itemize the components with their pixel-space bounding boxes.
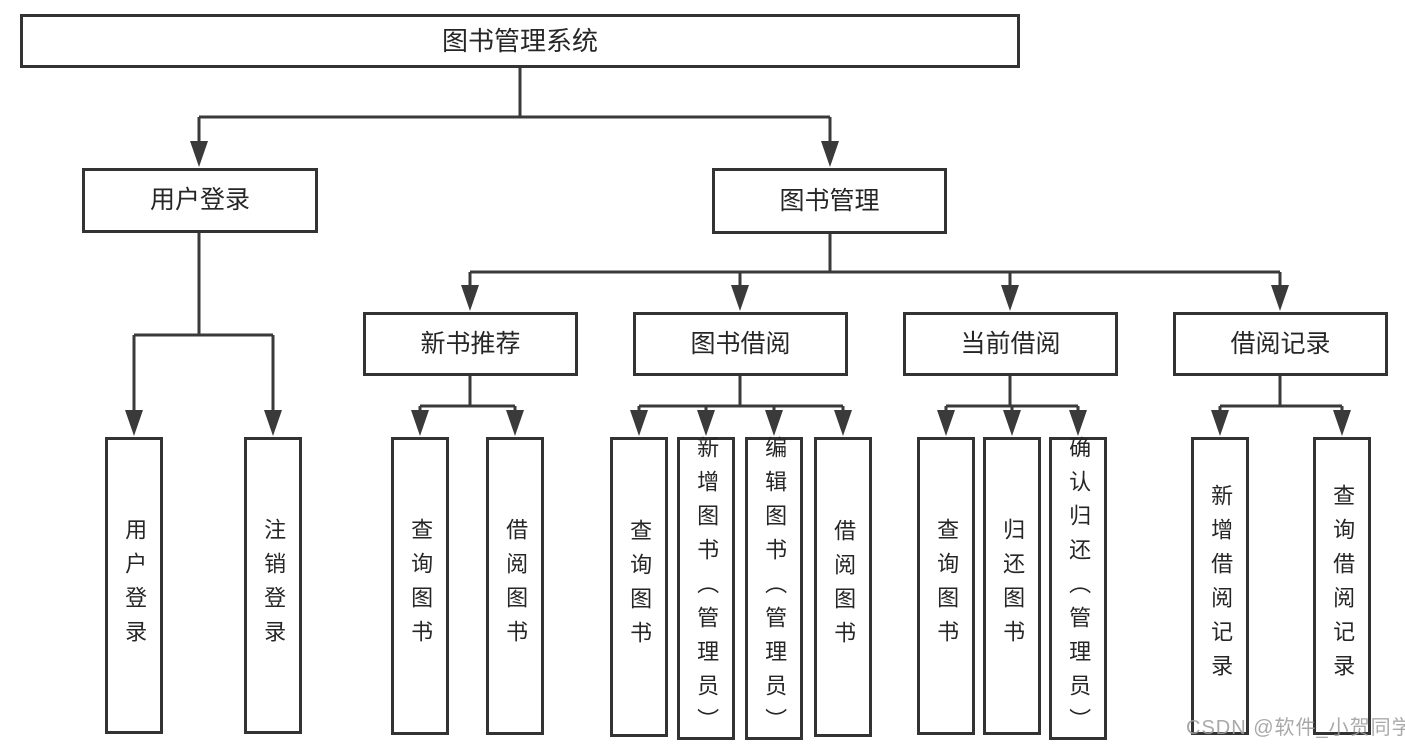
arrowhead-icon (190, 141, 208, 167)
arrowhead-icon (1211, 410, 1229, 436)
node-leaf-edit-book-admin: 编辑图书（管理员） (745, 435, 803, 742)
node-leaf-query-borrow-record: 查询借阅记录 (1313, 437, 1371, 735)
node-leaf-query-book-rec: 查询图书 (391, 437, 449, 735)
arrowhead-icon (1333, 410, 1351, 436)
arrowhead-icon (821, 141, 839, 167)
node-label-leaf-confirm-return: 确认归还（管理员） (1066, 435, 1092, 742)
node-leaf-return-book: 归还图书 (983, 437, 1041, 735)
node-leaf-borrow-book-rec: 借阅图书 (486, 437, 544, 735)
node-label-leaf-add-borrow-record: 新增借阅记录 (1208, 484, 1234, 688)
node-borrowing-records: 借阅记录 (1173, 312, 1388, 376)
arrowhead-icon (411, 410, 429, 436)
node-book-borrowing: 图书借阅 (633, 312, 848, 376)
arrowhead-icon (1271, 285, 1289, 311)
node-label-leaf-query-book-current: 查询图书 (934, 518, 960, 654)
node-new-book-recommend: 新书推荐 (363, 312, 578, 376)
watermark: CSDN @软件_小贺同学 (1186, 717, 1405, 739)
arrowhead-icon (1003, 410, 1021, 436)
arrowhead-icon (125, 410, 143, 436)
node-label-user-login-group: 用户登录 (149, 186, 250, 214)
node-current-borrowing: 当前借阅 (903, 312, 1118, 376)
node-leaf-borrow-book: 借阅图书 (814, 437, 872, 737)
node-label-root: 图书管理系统 (441, 26, 598, 56)
node-label-leaf-edit-book-admin: 编辑图书（管理员） (762, 435, 788, 742)
node-label-new-book-recommend: 新书推荐 (420, 329, 521, 358)
node-book-management: 图书管理 (712, 168, 947, 234)
node-label-leaf-logout: 注销登录 (261, 517, 287, 654)
arrowhead-icon (1069, 410, 1087, 436)
node-label-borrowing-records: 借阅记录 (1230, 329, 1331, 358)
node-leaf-add-borrow-record: 新增借阅记录 (1191, 437, 1249, 735)
node-user-login-group: 用户登录 (82, 168, 318, 233)
node-label-leaf-borrow-book: 借阅图书 (831, 519, 857, 655)
node-label-leaf-query-book-rec: 查询图书 (408, 518, 434, 654)
node-leaf-user-login: 用户登录 (105, 437, 163, 734)
node-label-current-borrowing: 当前借阅 (960, 329, 1061, 358)
node-label-leaf-query-borrow-record: 查询借阅记录 (1330, 484, 1356, 688)
arrowhead-icon (731, 285, 749, 311)
node-root: 图书管理系统 (20, 14, 1020, 68)
arrowhead-icon (765, 410, 783, 436)
node-leaf-confirm-return: 确认归还（管理员） (1049, 435, 1107, 742)
node-leaf-add-book-admin: 新增图书（管理员） (677, 435, 735, 742)
node-label-leaf-return-book: 归还图书 (1000, 518, 1026, 654)
node-label-leaf-borrow-book-rec: 借阅图书 (503, 518, 529, 654)
node-label-leaf-user-login: 用户登录 (122, 517, 148, 654)
arrowhead-icon (834, 410, 852, 436)
arrowhead-icon (506, 410, 524, 436)
node-leaf-logout: 注销登录 (244, 437, 302, 734)
arrowhead-icon (630, 410, 648, 436)
node-label-leaf-query-book-borrow: 查询图书 (627, 519, 653, 655)
node-label-book-management: 图书管理 (779, 186, 880, 215)
arrowhead-icon (461, 285, 479, 311)
arrowhead-icon (1001, 285, 1019, 311)
arrowhead-icon (697, 410, 715, 436)
arrowhead-icon (264, 410, 282, 436)
arrowhead-icon (937, 410, 955, 436)
node-leaf-query-book-borrow: 查询图书 (610, 437, 668, 737)
node-leaf-query-book-current: 查询图书 (917, 437, 975, 735)
node-label-leaf-add-book-admin: 新增图书（管理员） (694, 435, 720, 742)
node-label-book-borrowing: 图书借阅 (690, 329, 791, 358)
